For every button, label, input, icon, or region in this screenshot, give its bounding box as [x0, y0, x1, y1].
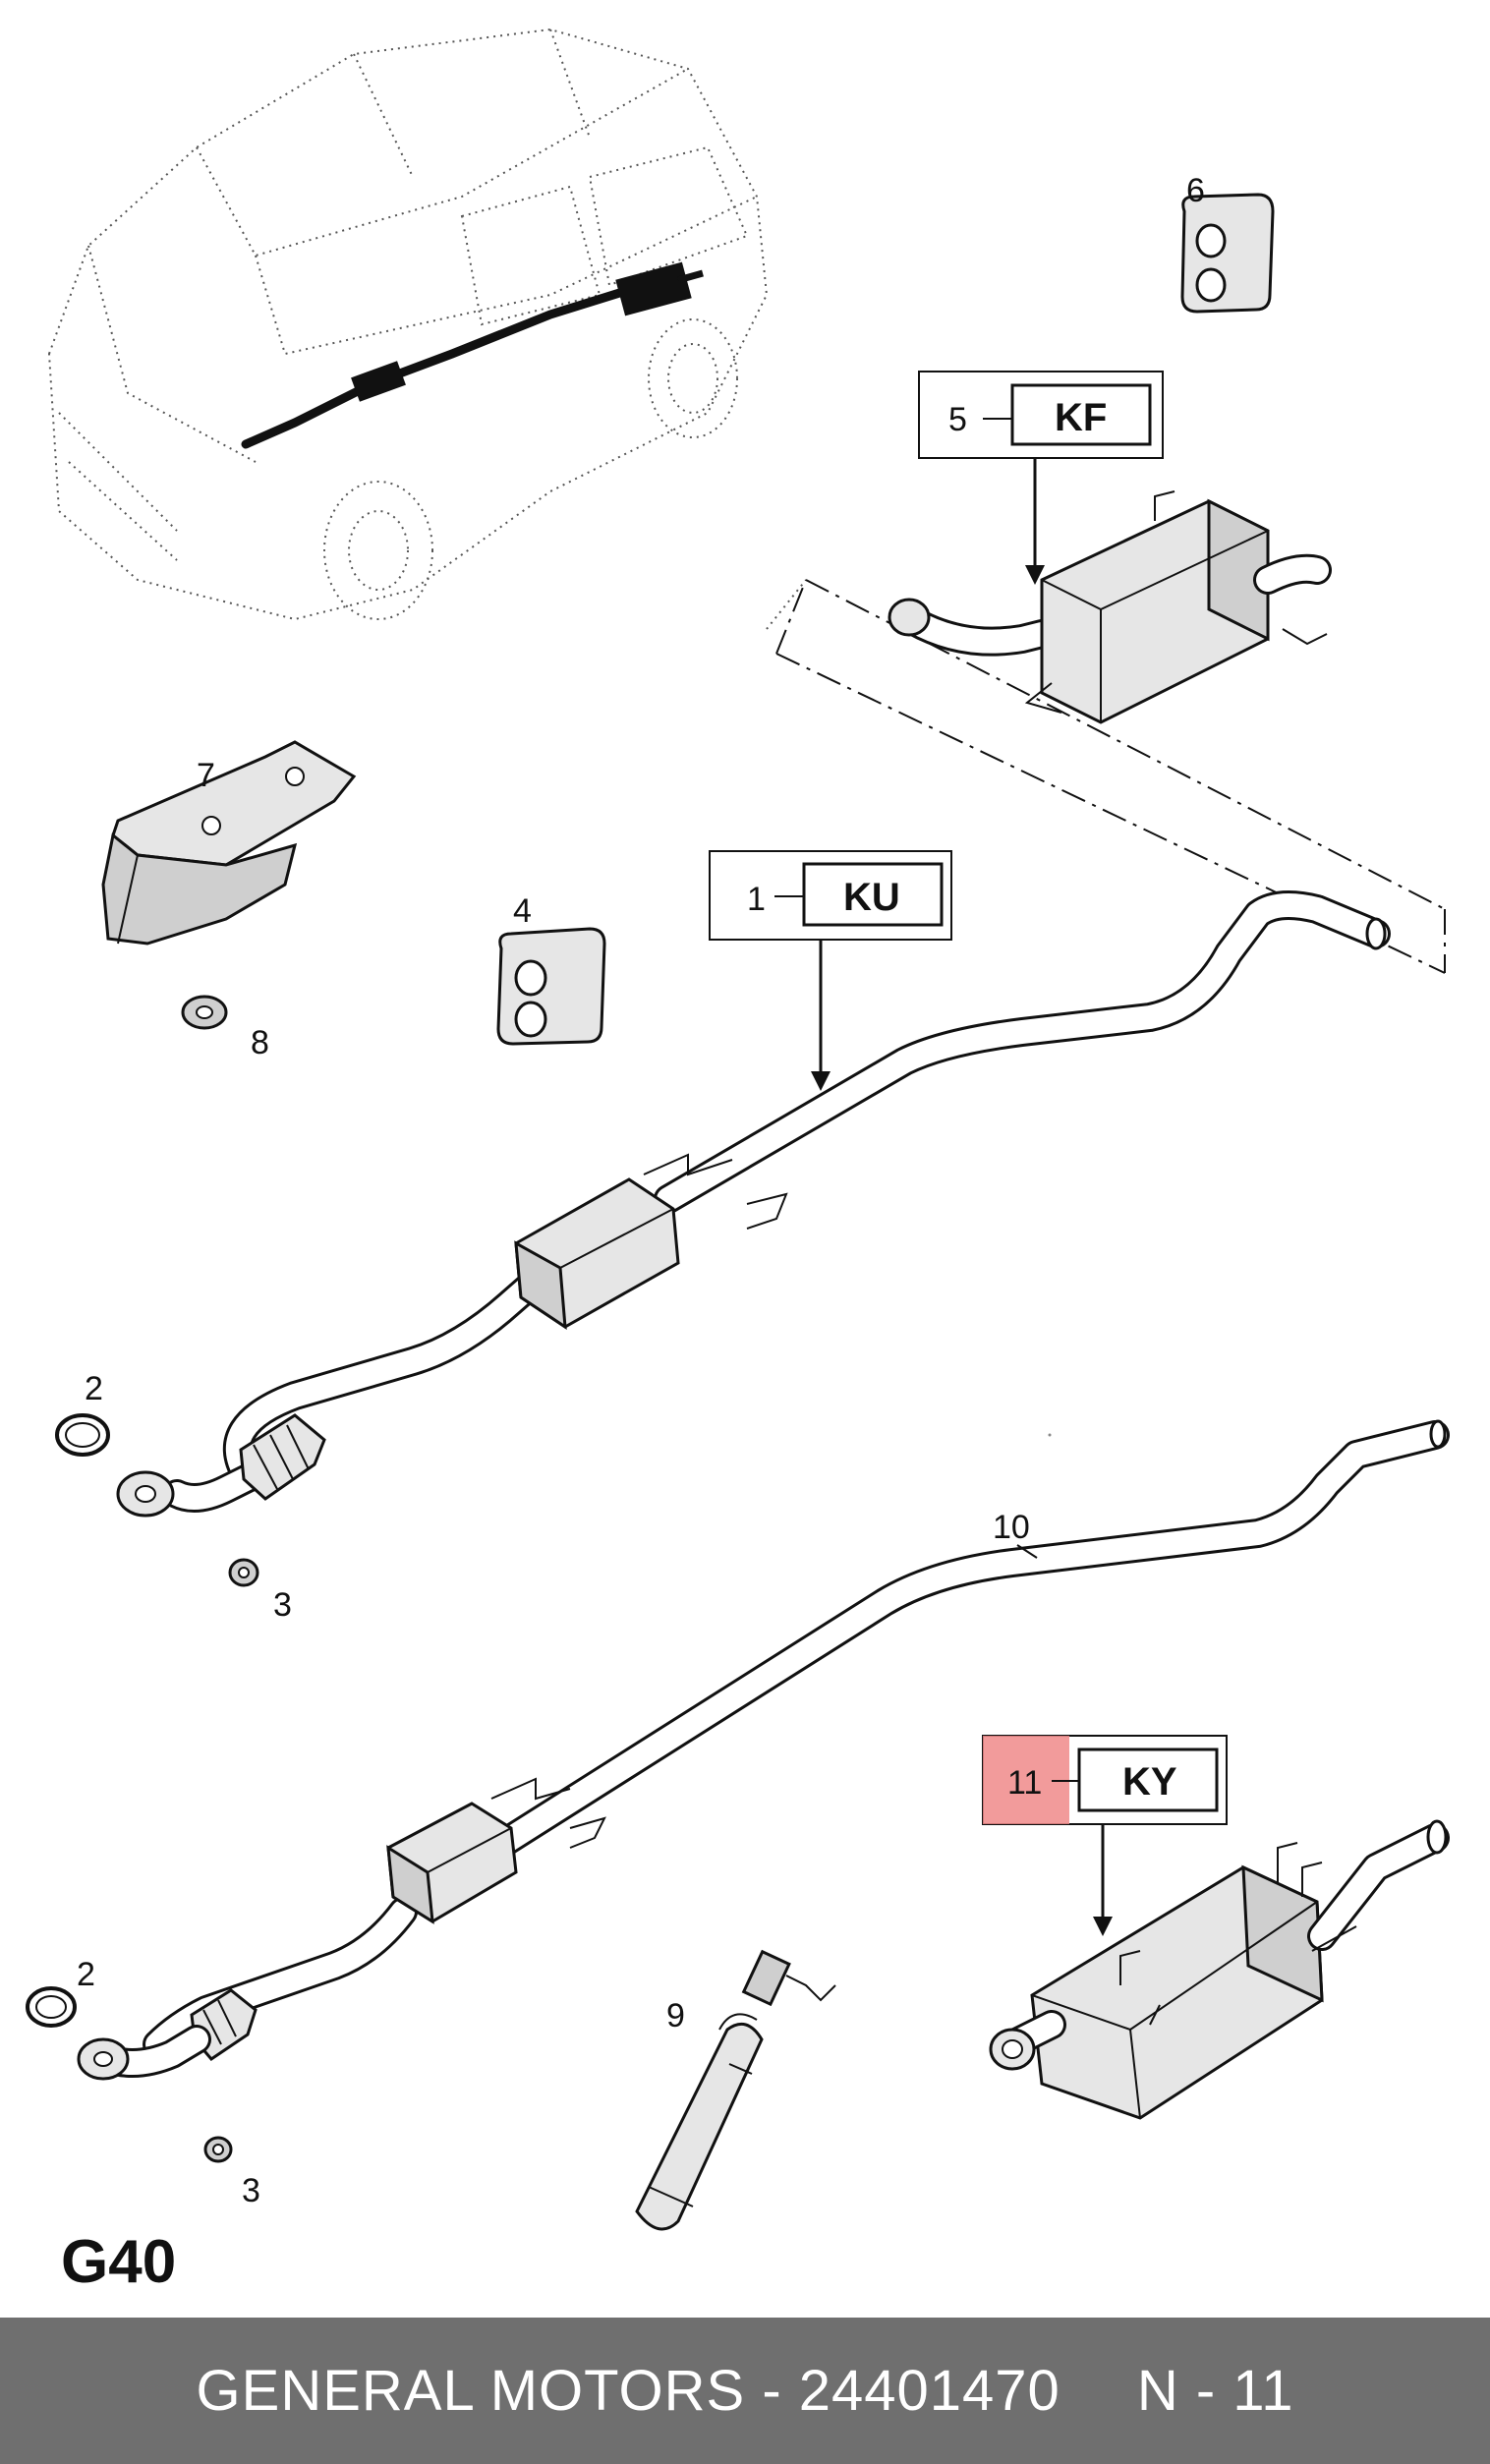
- callout-ky[interactable]: 11 KY: [982, 1735, 1228, 1936]
- part-3-nut-lower[interactable]: 3: [203, 2136, 260, 2209]
- part-3-label-lower: 3: [242, 2172, 260, 2209]
- part-8-nut[interactable]: 8: [181, 995, 269, 1061]
- part-2-gasket-lower[interactable]: 2: [26, 1956, 95, 2028]
- footer-separator: -: [745, 2359, 799, 2423]
- callout-ky-code: KY: [1122, 1760, 1177, 1804]
- part-3-label-upper: 3: [273, 1586, 292, 1624]
- callout-ky-number: 11: [1007, 1764, 1042, 1802]
- part-6-label: 6: [1186, 172, 1205, 209]
- part-2-gasket-upper[interactable]: 2: [55, 1370, 110, 1457]
- part-2-label-lower: 2: [77, 1956, 95, 1993]
- part-10-intermediate-pipe[interactable]: 10: [77, 1419, 1450, 2081]
- part-6-rubber-hanger[interactable]: 6: [1180, 172, 1275, 314]
- part-9-label: 9: [666, 1997, 685, 2034]
- part-1-intermediate-pipe[interactable]: [116, 890, 1391, 1518]
- diagram-code: G40: [61, 2228, 176, 2296]
- part-4-label: 4: [513, 892, 532, 930]
- callout-kf-number: 5: [948, 401, 967, 438]
- part-7-heat-shield[interactable]: 7: [101, 740, 357, 945]
- part-8-label: 8: [251, 1024, 269, 1061]
- callout-kf-code: KF: [1055, 396, 1107, 439]
- footer-part-number: 24401470: [798, 2359, 1060, 2423]
- part-10-label: 10: [993, 1509, 1030, 1546]
- part-9-sealant-tube[interactable]: 9: [635, 1949, 836, 2231]
- part-7-label: 7: [197, 757, 215, 794]
- car-silhouette: [47, 28, 769, 621]
- footer-bar: GENERAL MOTORS - 24401470 N - 11: [0, 2318, 1490, 2464]
- footer-brand: GENERAL MOTORS: [196, 2359, 746, 2423]
- exhaust-parts-diagram: 6 5 KF 7: [26, 28, 1450, 2296]
- footer-position: N - 11: [1136, 2359, 1294, 2423]
- callout-ku[interactable]: 1 KU: [709, 850, 952, 1091]
- part-2-label-upper: 2: [85, 1370, 103, 1407]
- part-11-rear-silencer[interactable]: [989, 1819, 1450, 2120]
- part-5-rear-silencer[interactable]: [766, 490, 1446, 974]
- callout-ku-number: 1: [747, 881, 766, 918]
- callout-kf[interactable]: 5 KF: [918, 371, 1164, 585]
- callout-ku-code: KU: [843, 876, 900, 919]
- part-3-nut-upper[interactable]: 3: [228, 1558, 292, 1624]
- part-4-rubber-hanger[interactable]: 4: [496, 892, 606, 1046]
